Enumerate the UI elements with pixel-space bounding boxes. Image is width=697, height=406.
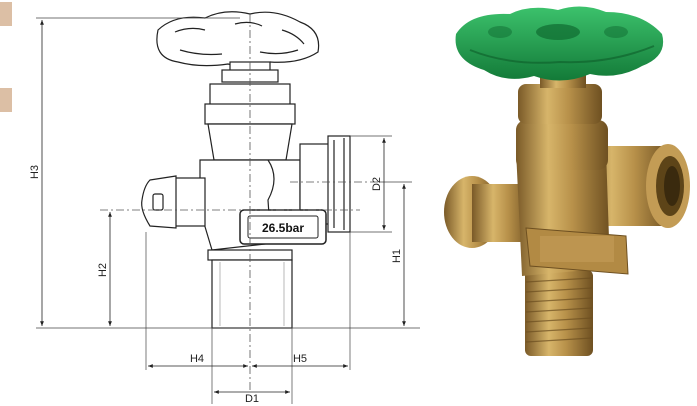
dim-label-h1: H1 <box>391 249 403 263</box>
centerlines <box>100 14 380 392</box>
dim-label-d1: D1 <box>245 393 259 405</box>
pressure-badge: 26.5bar <box>239 209 327 245</box>
tab-marker-top <box>0 2 12 26</box>
handwheel-outline <box>156 11 320 83</box>
technical-drawing: 26.5bar H3 D2 H1 H2 H4 H5 D1 <box>29 11 420 405</box>
dim-label-h4: H4 <box>190 353 204 365</box>
dim-label-h2: H2 <box>97 263 109 277</box>
dimension-lines <box>40 20 406 394</box>
dim-label-h3: H3 <box>29 165 41 179</box>
dim-label-d2: D2 <box>371 177 383 191</box>
pressure-label: 26.5bar <box>262 221 304 235</box>
threaded-inlet <box>525 270 593 356</box>
handwheel <box>455 6 664 81</box>
tab-marker-middle <box>0 88 12 112</box>
valve-photo <box>444 6 690 356</box>
dim-label-h5: H5 <box>293 353 307 365</box>
thread-lines <box>219 262 285 326</box>
pressure-tag <box>525 227 629 275</box>
extension-lines <box>36 17 420 404</box>
